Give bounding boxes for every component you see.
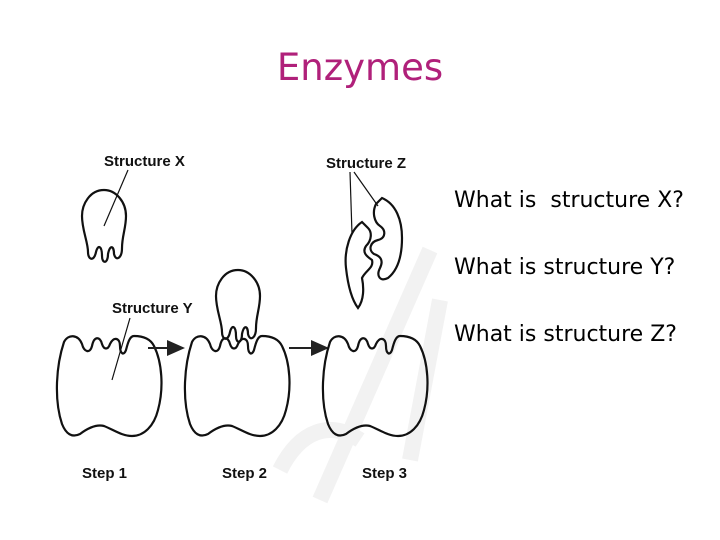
step-2-label: Step 2 bbox=[222, 465, 267, 482]
question-item: What is structure Z? bbox=[454, 322, 677, 347]
question-item: What is structure X? bbox=[454, 188, 684, 213]
slide-title: Enzymes bbox=[276, 46, 444, 89]
enzyme-shape-step-1 bbox=[55, 334, 163, 438]
substrate-shape-step-2 bbox=[214, 268, 262, 343]
structure-x-pointer bbox=[103, 169, 129, 227]
product-shape-right bbox=[369, 196, 404, 281]
question-item: What is structure Y? bbox=[454, 255, 676, 280]
structure-y-label: Structure Y bbox=[112, 300, 193, 317]
structure-x-label: Structure X bbox=[104, 153, 185, 170]
structure-z-pointer-b bbox=[353, 171, 379, 207]
structure-z-label: Structure Z bbox=[326, 155, 406, 172]
step-1-label: Step 1 bbox=[82, 465, 127, 482]
question-list: What is structure X? What is structure Y… bbox=[454, 186, 684, 387]
watermark bbox=[272, 246, 448, 504]
structure-z-pointer-a bbox=[349, 171, 353, 235]
enzyme-shape-step-2 bbox=[183, 334, 291, 438]
product-shape-left bbox=[344, 220, 374, 310]
step-3-label: Step 3 bbox=[362, 465, 407, 482]
